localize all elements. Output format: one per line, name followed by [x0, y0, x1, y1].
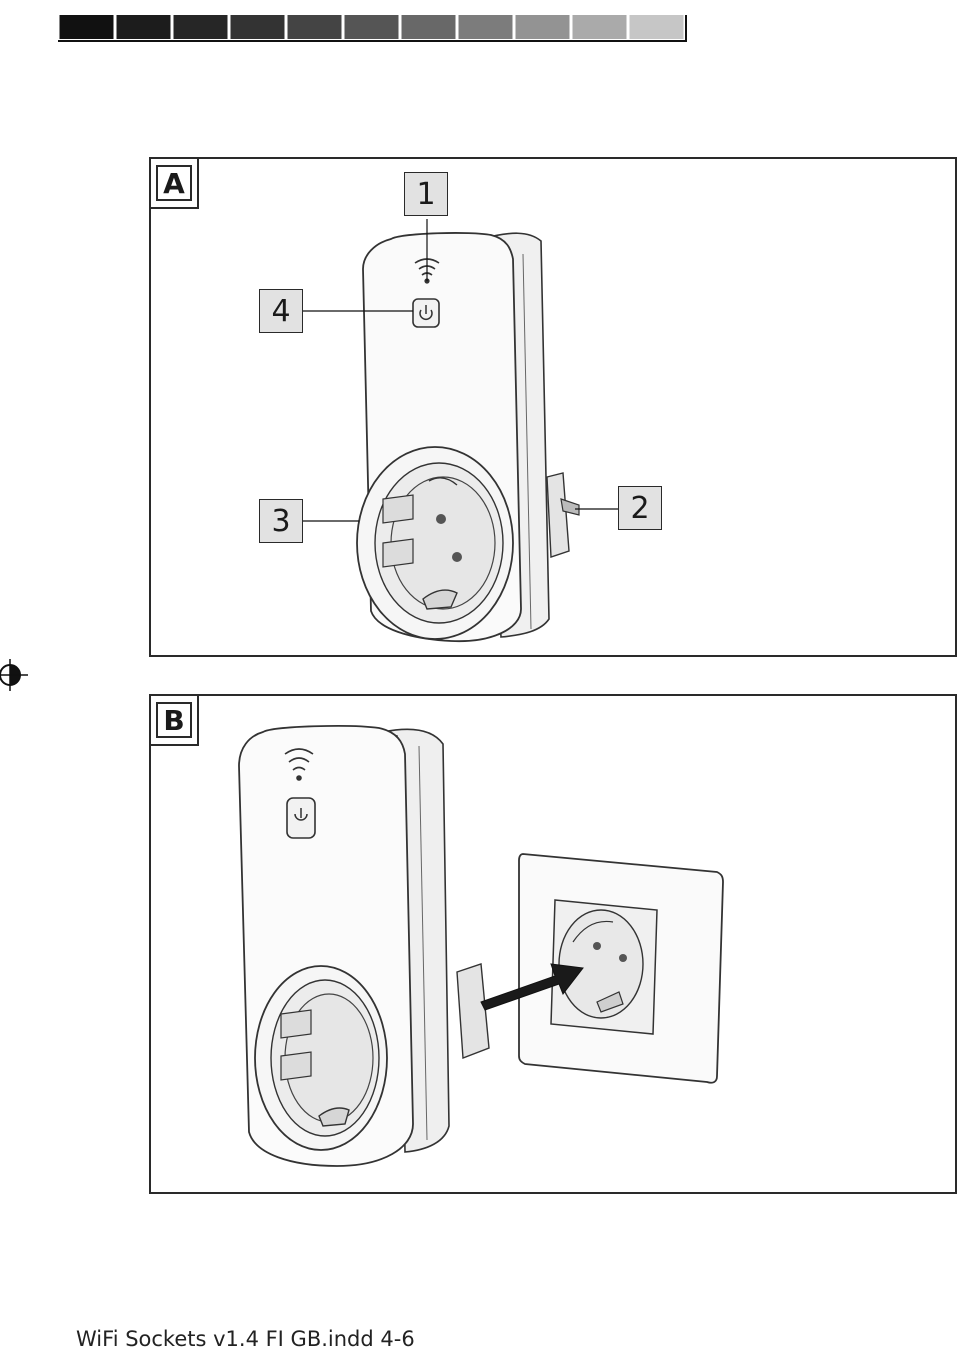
footer-slug: WiFi Sockets v1.4 FI GB.indd 4-6: [76, 1327, 415, 1351]
grayscale-swatch: [173, 15, 228, 39]
grayscale-swatch: [287, 15, 342, 39]
wifi-indicator-icon-b: [284, 748, 314, 781]
grayscale-swatch: [572, 15, 627, 39]
grayscale-swatch: [629, 15, 684, 39]
figure-b-letter: B: [163, 703, 185, 737]
callout-2-label: 2: [618, 486, 662, 530]
grayscale-swatch: [686, 15, 690, 39]
insert-direction-arrow-icon: [480, 963, 584, 1011]
grayscale-swatch: [344, 15, 399, 39]
registration-mark-icon: [0, 659, 28, 691]
figure-a-panel: A: [149, 157, 957, 657]
grayscale-swatch: [59, 15, 114, 39]
callout-4-label: 4: [259, 289, 303, 333]
power-button-icon-b: [286, 797, 316, 839]
figure-b-panel: B: [149, 694, 957, 1194]
smart-plug-illustration: [303, 219, 619, 643]
callout-1-label: 1: [404, 172, 448, 216]
grayscale-swatch: [515, 15, 570, 39]
power-button-icon: [412, 298, 440, 328]
figure-a-label: A: [149, 157, 199, 209]
grayscale-swatch: [230, 15, 285, 39]
figure-b-label: B: [149, 694, 199, 746]
callout-3-label: 3: [259, 499, 303, 543]
grayscale-swatch: [401, 15, 456, 39]
plugging-in-illustration: [238, 725, 724, 1167]
grayscale-swatch: [458, 15, 513, 39]
grayscale-bar-frame: [58, 15, 687, 42]
figure-a-letter: A: [163, 166, 185, 200]
grayscale-calibration-bar: [58, 15, 690, 42]
grayscale-swatch: [116, 15, 171, 39]
